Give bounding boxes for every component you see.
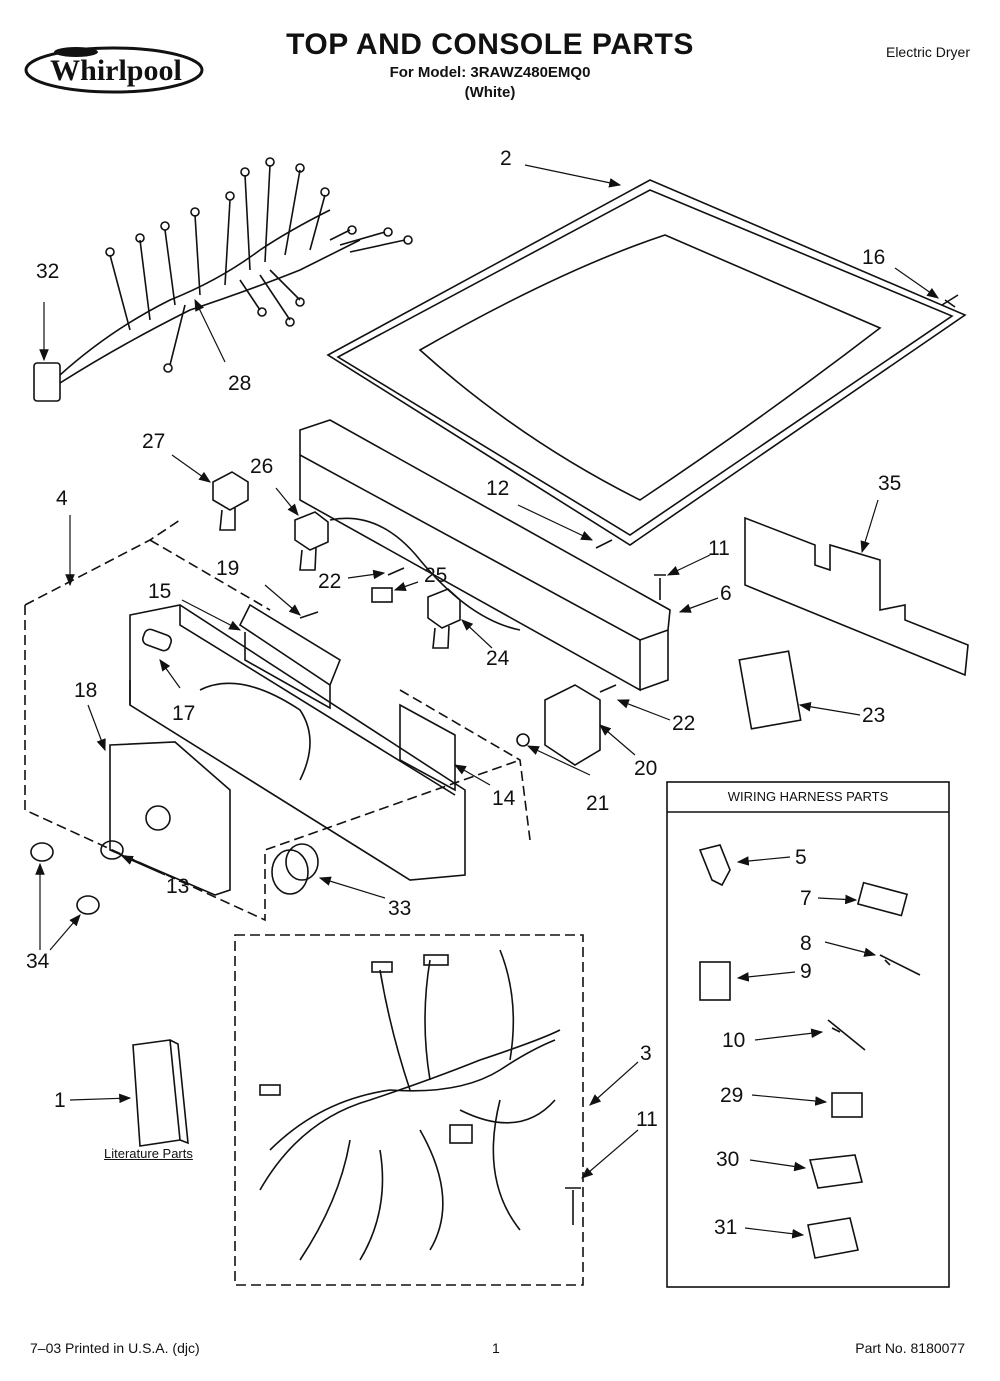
callout-14: 14 [492,787,516,810]
part-29-connector [831,1092,863,1118]
callout-33: 33 [388,897,411,920]
part-5-clip [698,844,731,887]
callout-26: 26 [250,455,273,478]
page-title: TOP AND CONSOLE PARTS [286,28,694,61]
main-wiring-harness [259,949,561,1261]
console-insulation [744,516,969,677]
knob-hole [145,805,171,831]
push-buttons [30,840,124,915]
main-harness-outline [234,934,584,1286]
timer-knob [271,843,319,895]
callout-15: 15 [148,580,171,603]
literature-booklet [132,1039,189,1147]
callout-16: 16 [862,246,885,269]
display-window [399,703,456,792]
wiring-harness-parts-box [666,781,950,1288]
upper-wiring-harness [33,157,413,402]
screw-12 [595,539,613,549]
callout-10: 10 [722,1029,745,1052]
callout-8: 8 [800,932,812,955]
callout-32: 32 [36,260,59,283]
part-number: Part No. 8180077 [855,1340,965,1356]
callout-9: 9 [800,960,812,983]
model-color: (White) [464,84,516,101]
callout-20: 20 [634,757,657,780]
callout-17: 17 [172,702,195,725]
callout-34: 34 [26,950,50,973]
wiring-diagram-sheet [738,650,802,730]
console-end-cap [109,741,231,896]
whirlpool-logo: Whirlpool [24,46,204,94]
callout-22-top: 22 [318,570,341,593]
callout-12: 12 [486,477,509,500]
callout-22-bottom: 22 [672,712,695,735]
screw-11-top [654,574,666,600]
leader-lines [35,164,939,1239]
clip-25 [371,587,393,603]
screw-19 [299,611,319,619]
screw-22-top [387,567,405,576]
callout-23: 23 [862,704,885,727]
callout-7: 7 [800,887,812,910]
callout-1: 1 [54,1089,66,1112]
callout-30: 30 [716,1148,739,1171]
timer [544,684,601,766]
callout-35: 35 [878,472,901,495]
callout-24: 24 [486,647,510,670]
screw-11-bottom [565,1187,581,1225]
logo-wordmark: Whirlpool [50,54,182,87]
callout-11-bottom: 11 [636,1108,658,1131]
callout-4: 4 [56,487,68,510]
callout-28: 28 [228,372,251,395]
part-30-connector [808,1154,864,1189]
product-type: Electric Dryer [885,44,970,60]
part-10-terminal [827,1019,866,1051]
literature-parts-label: Literature Parts [104,1146,193,1161]
part-8-terminal [879,954,921,976]
callout-18: 18 [74,679,97,702]
callout-19: 19 [216,557,239,580]
callout-6: 6 [720,582,732,605]
callout-numbers: 2 16 32 28 27 26 4 12 35 11 19 22 25 15 … [26,147,901,1239]
callout-21: 21 [586,792,609,815]
callout-13: 13 [166,875,189,898]
model-number: For Model: 3RAWZ480EMQ0 [389,64,591,81]
callout-29: 29 [720,1084,743,1107]
part-9-connector [699,961,731,1001]
callout-5: 5 [795,846,807,869]
callout-3: 3 [640,1042,652,1065]
switch-27 [212,471,249,531]
callout-11-top: 11 [708,537,730,560]
switch-26 [294,511,329,571]
screw-16 [941,294,959,308]
print-info: 7–03 Printed in U.S.A. (djc) [30,1340,200,1356]
callout-27: 27 [142,430,165,453]
screw-22-bottom [599,684,617,693]
part-31-connector [807,1217,859,1259]
switch-24 [427,588,461,649]
callout-2: 2 [500,147,512,170]
top-panel [326,179,967,546]
control-board [238,603,341,710]
console-panel [129,604,466,881]
callout-31: 31 [714,1216,737,1239]
page-number: 1 [492,1340,500,1356]
timer-knob-nut [516,733,530,747]
console-rear-panel [299,419,671,692]
callout-25: 25 [424,564,447,587]
part-7-connector [856,881,909,917]
wiring-harness-parts-title: WIRING HARNESS PARTS [727,789,889,804]
console-assembly-outline [24,519,531,922]
